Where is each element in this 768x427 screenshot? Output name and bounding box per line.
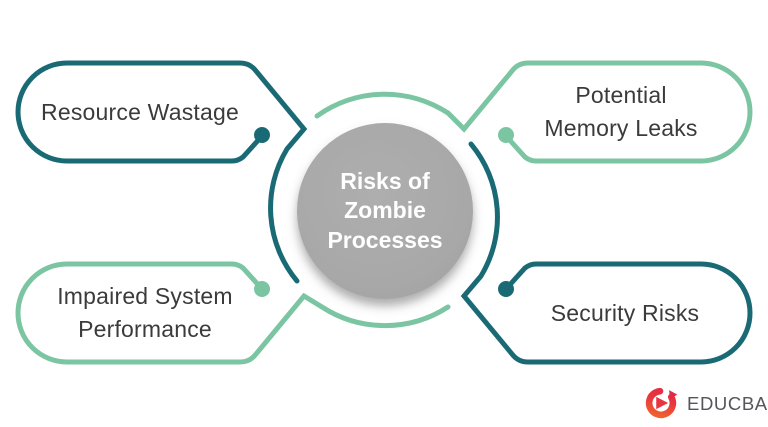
center-circle [297, 123, 473, 299]
impaired-system-performance-outline [15, 261, 451, 365]
label-potential-memory-leaks: Potential Memory Leaks [544, 82, 698, 141]
security-risks-outline [460, 141, 753, 365]
educba-branding: EDUCBA [642, 384, 767, 424]
connector-dot-top-left [254, 127, 270, 143]
educba-logo-icon [645, 387, 678, 419]
resource-wastage-outline [15, 60, 308, 284]
label-resource-wastage: Resource Wastage [41, 98, 239, 125]
connector-dot-bottom-right [498, 281, 514, 297]
label-security-risks: Security Risks [550, 299, 700, 326]
label-impaired-system-performance: Impaired System Performance [57, 283, 233, 342]
potential-memory-leaks-outline [314, 60, 753, 164]
connector-dot-bottom-left [254, 281, 270, 297]
center-title: Risks of Zombie Processes [327, 167, 443, 253]
connector-dot-top-right [498, 127, 514, 143]
educba-wordmark: EDUCBA [687, 393, 768, 414]
